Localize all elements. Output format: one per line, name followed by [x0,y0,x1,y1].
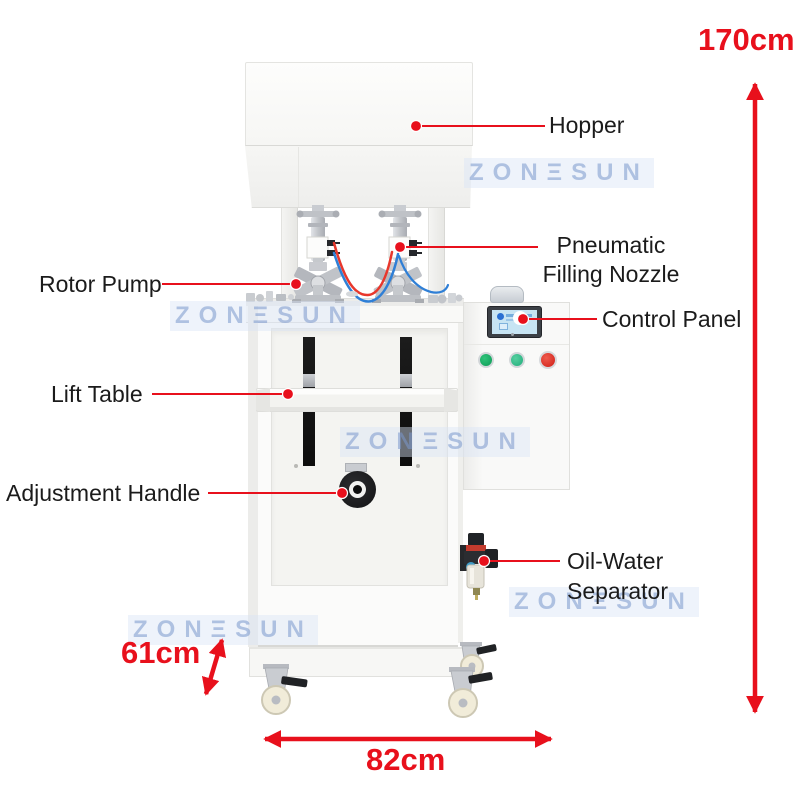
callout-dot-pneumatic-nozzle [393,240,407,254]
support-column-right [428,208,445,304]
label-lift-table: Lift Table [51,381,143,407]
oil-water-separator [460,533,498,600]
brand-watermark: ZONΞSUN [509,587,699,617]
label-adjustment-handle: Adjustment Handle [6,480,201,506]
label-pneumatic-filling-nozzle: Pneumatic Filling Nozzle [538,231,684,289]
start-button-green [478,352,494,368]
lift-table-end-cap-right [444,388,458,412]
cabinet-right-side [458,323,463,643]
brand-watermark: ZONΞSUN [340,427,530,457]
label-line: Pneumatic [556,232,666,258]
hopper-seam-line [298,147,299,207]
label-line: Oil-Water [567,548,664,574]
work-table-front [246,306,464,323]
hopper-lower-panel [245,146,472,208]
width-dimension-text: 82cm [366,742,446,777]
depth-dimension-arrow [201,638,227,696]
depth-dimension-text: 61cm [121,635,201,670]
brand-watermark: ZONΞSUN [128,615,318,645]
label-control-panel: Control Panel [602,306,742,332]
brand-watermark: ZONΞSUN [464,158,654,188]
control-box-cap [490,286,524,303]
rotor-pump-left [292,262,344,303]
lift-slot-right-slider [400,374,412,387]
brand-watermark: ZONΞSUN [170,301,360,331]
screen-highlight-circle [513,311,527,325]
label-line: Separator [567,578,669,604]
stop-button-red [539,351,557,369]
lift-table-end-cap-left [256,388,270,412]
base-plinth [249,647,467,677]
label-rotor-pump: Rotor Pump [39,271,162,297]
rotor-pump-right [372,262,424,303]
filling-nozzle-right [378,205,422,268]
label-hopper: Hopper [549,112,625,138]
bezel-screw [511,333,514,336]
adjustment-handle-hole [353,485,362,494]
label-line: Filling Nozzle [542,261,680,287]
screen-widget [499,323,508,330]
screen-logo-icon [497,313,504,320]
control-box [463,302,570,490]
cabinet-recessed-panel [271,328,448,586]
lift-slot-left-slider [303,374,315,387]
label-oil-water-separator: Oil-Water Separator [567,546,668,606]
hopper-upper-panel [245,62,473,146]
height-dimension-text: 170cm [698,22,795,57]
control-box-seam [464,344,569,345]
support-column-left [281,208,298,304]
cabinet-left-side [248,306,258,647]
lift-table-shelf [256,388,458,412]
callout-dot-oil-water-separator [477,554,491,568]
function-button-green [509,352,525,368]
filling-nozzle-left [296,205,340,268]
